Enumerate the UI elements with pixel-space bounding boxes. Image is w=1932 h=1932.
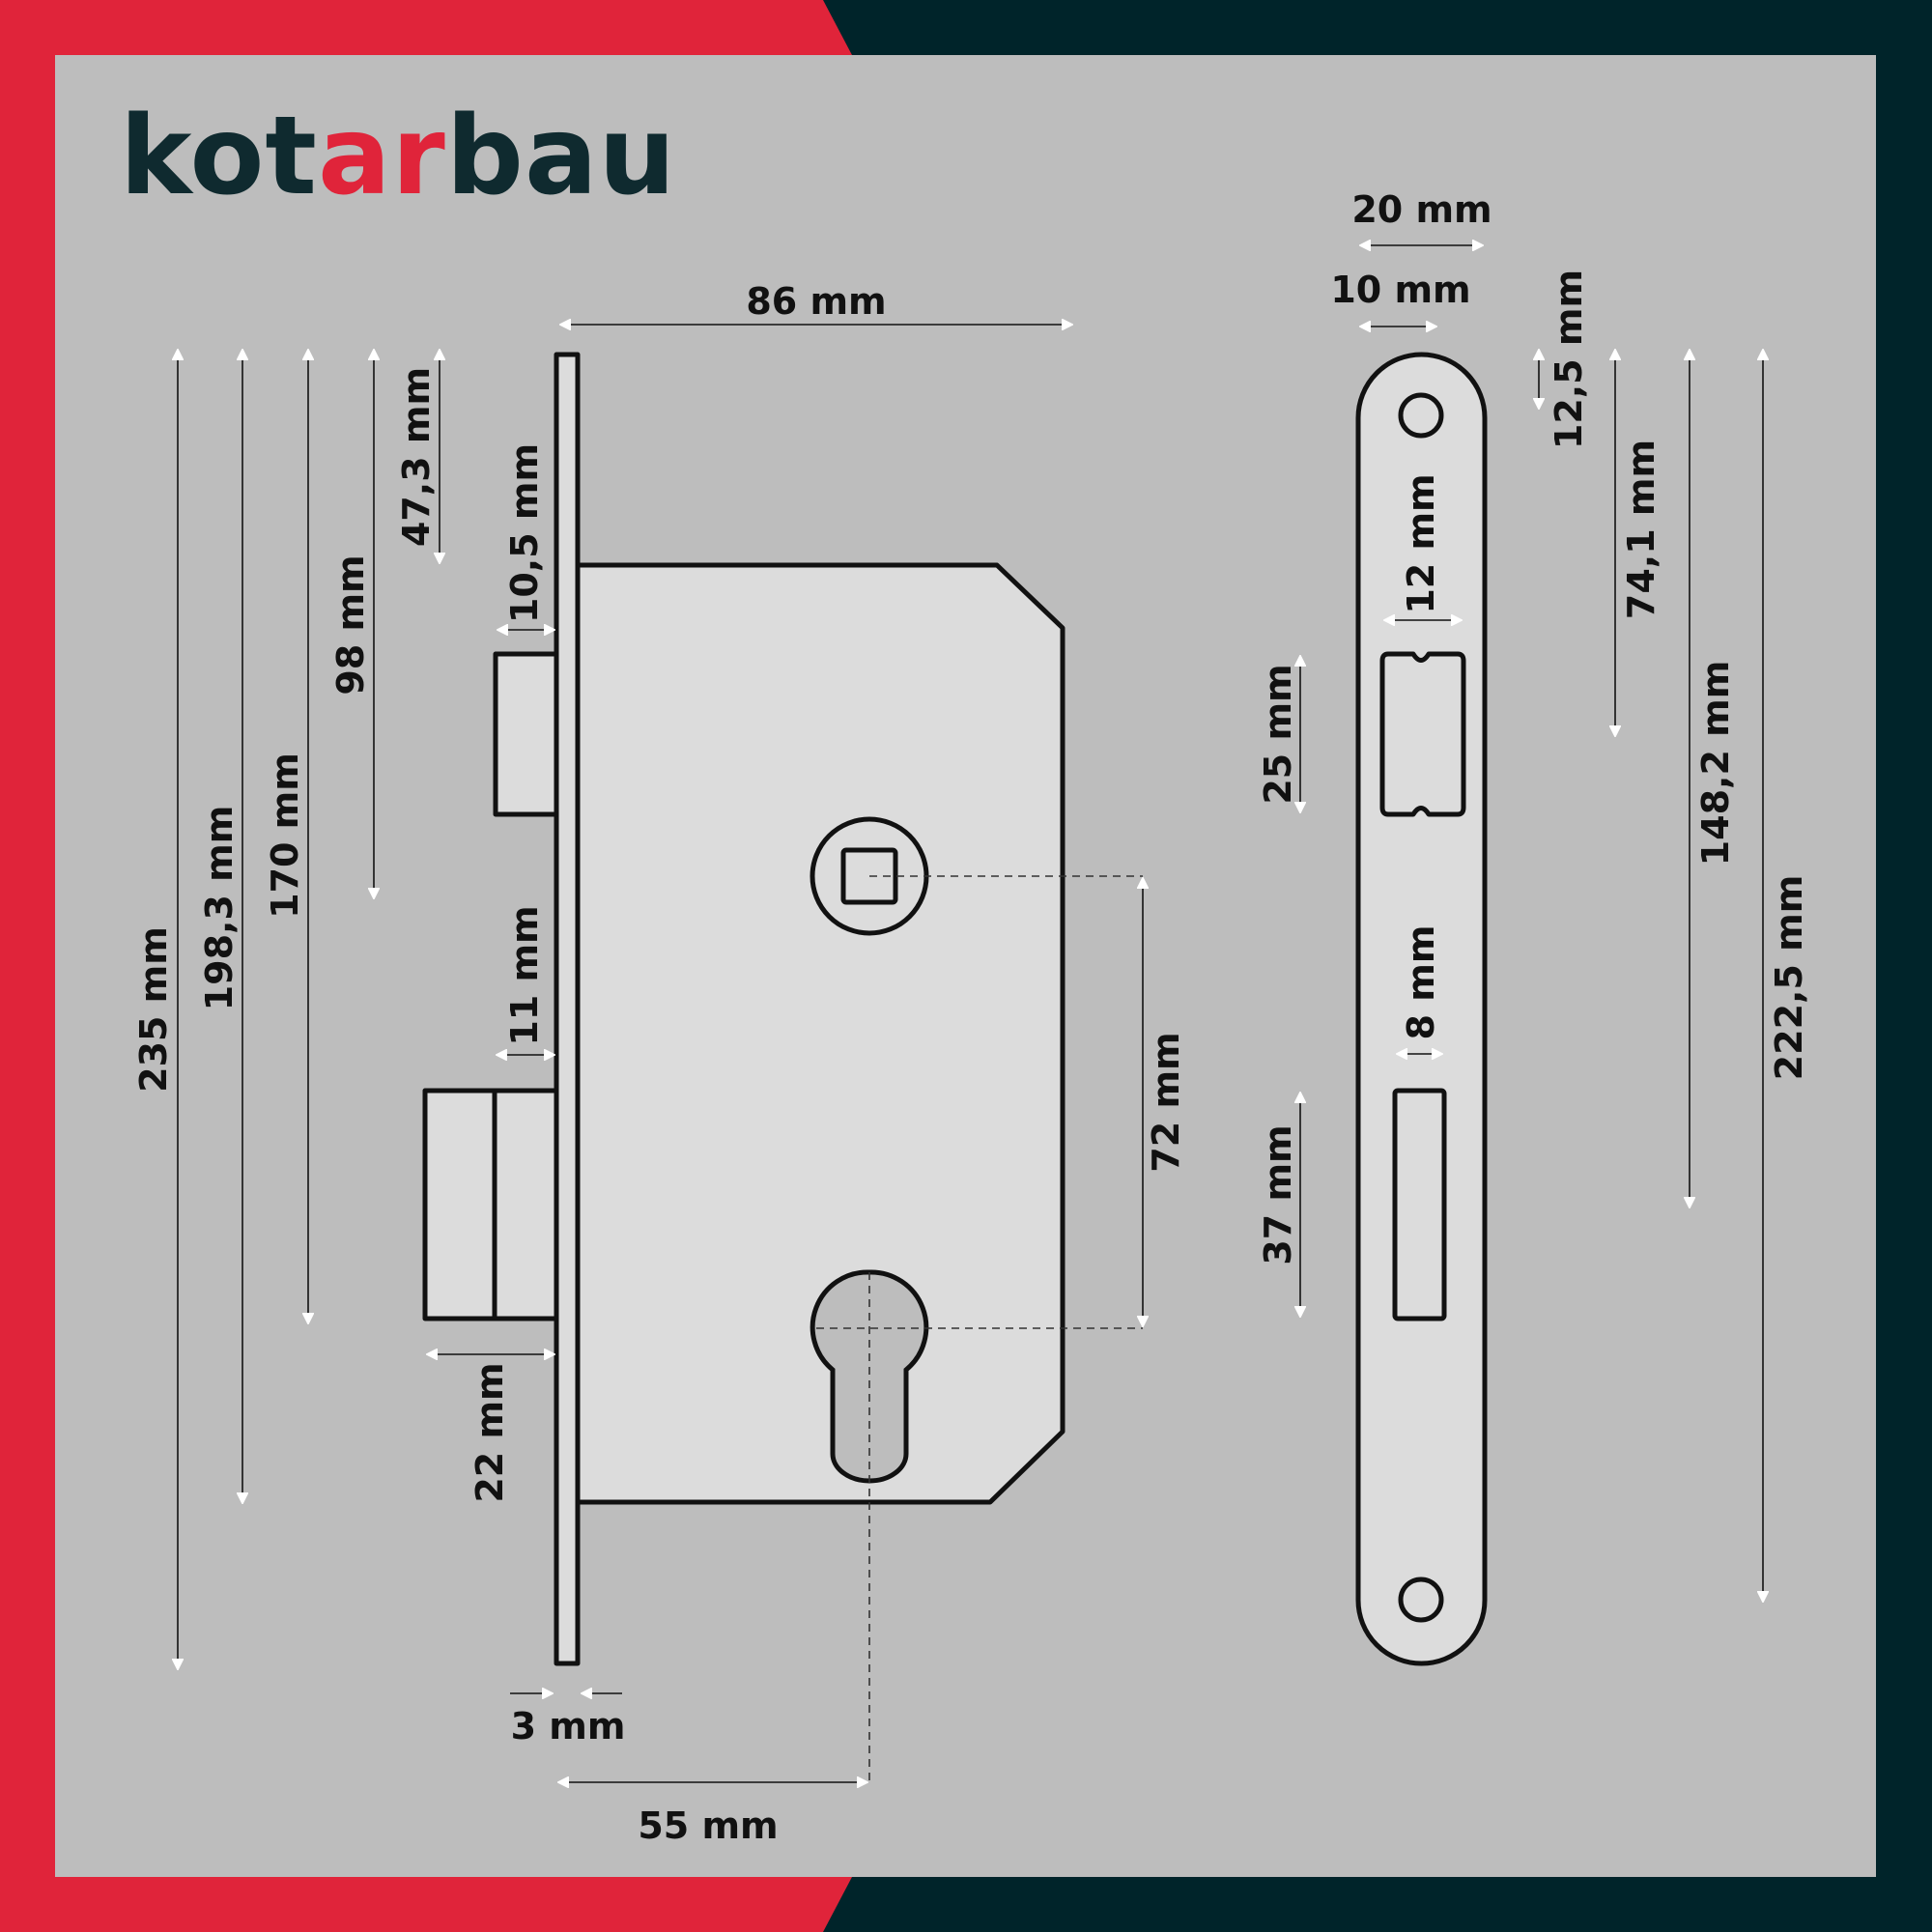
dim-98-label: 98 mm bbox=[329, 554, 372, 695]
lock-body-drawing bbox=[422, 352, 1143, 1782]
strike-plate-drawing bbox=[1355, 352, 1488, 1666]
dim-bolt-projection-label: 22 mm bbox=[469, 1362, 511, 1502]
screw-hole-top bbox=[1398, 392, 1444, 439]
brand-logo: kotarbau bbox=[120, 94, 676, 219]
svg-text:kotarbau: kotarbau bbox=[120, 94, 676, 219]
frame-red-left bbox=[0, 0, 55, 1932]
dim-half-width-label: 10 mm bbox=[1330, 269, 1470, 311]
dead-bolt bbox=[422, 1088, 559, 1321]
bolt-slot bbox=[1392, 1088, 1447, 1321]
dim-latch-slot-height-label: 25 mm bbox=[1257, 664, 1299, 804]
dim-47-label: 47,3 mm bbox=[395, 367, 438, 547]
strike-plate-dimensions: 20 mm 10 mm 12 mm 25 mm 8 mm 37 mm 12,5 … bbox=[1257, 188, 1810, 1602]
logo-text-part1: kot bbox=[120, 94, 318, 219]
dim-148-label: 148,2 mm bbox=[1694, 661, 1737, 867]
dim-170-label: 170 mm bbox=[264, 753, 306, 919]
lock-body-dimensions: 86 mm 3 mm 55 mm 72 mm 10,5 mm 11 mm 22 … bbox=[427, 280, 1187, 1847]
dim-width-label: 86 mm bbox=[746, 280, 886, 323]
dim-backset-label: 55 mm bbox=[638, 1804, 778, 1847]
lock-faceplate bbox=[554, 352, 581, 1666]
screw-hole-bottom bbox=[1398, 1577, 1444, 1623]
dim-12-label: 12,5 mm bbox=[1548, 270, 1590, 449]
latch-slot bbox=[1379, 651, 1466, 817]
lock-case bbox=[575, 562, 1065, 1505]
dim-bolt-slot-width-label: 8 mm bbox=[1400, 925, 1442, 1040]
dim-222-label: 222,5 mm bbox=[1768, 875, 1810, 1081]
dim-74-label: 74,1 mm bbox=[1620, 440, 1662, 619]
dim-plate-width-label: 20 mm bbox=[1351, 188, 1492, 231]
logo-text-part2: ar bbox=[318, 94, 446, 219]
frame-red-bottom bbox=[0, 1877, 852, 1932]
dim-latch-label: 10,5 mm bbox=[503, 443, 546, 623]
dim-total-label: 235 mm bbox=[132, 926, 175, 1093]
dim-bolt-offset-label: 11 mm bbox=[503, 905, 546, 1045]
dim-bolt-slot-height-label: 37 mm bbox=[1257, 1124, 1299, 1264]
dim-198-label: 198,3 mm bbox=[198, 806, 241, 1011]
latch-bolt bbox=[493, 651, 559, 817]
dim-center-distance-label: 72 mm bbox=[1145, 1032, 1187, 1172]
dim-latch-slot-width-label: 12 mm bbox=[1400, 473, 1442, 613]
logo-text-part3: bau bbox=[446, 94, 676, 219]
dim-faceplate-label: 3 mm bbox=[511, 1705, 626, 1747]
faceplate-height-dimensions: 235 mm 198,3 mm 170 mm 98 mm 47,3 mm bbox=[132, 350, 440, 1669]
frame-red-top bbox=[0, 0, 852, 55]
